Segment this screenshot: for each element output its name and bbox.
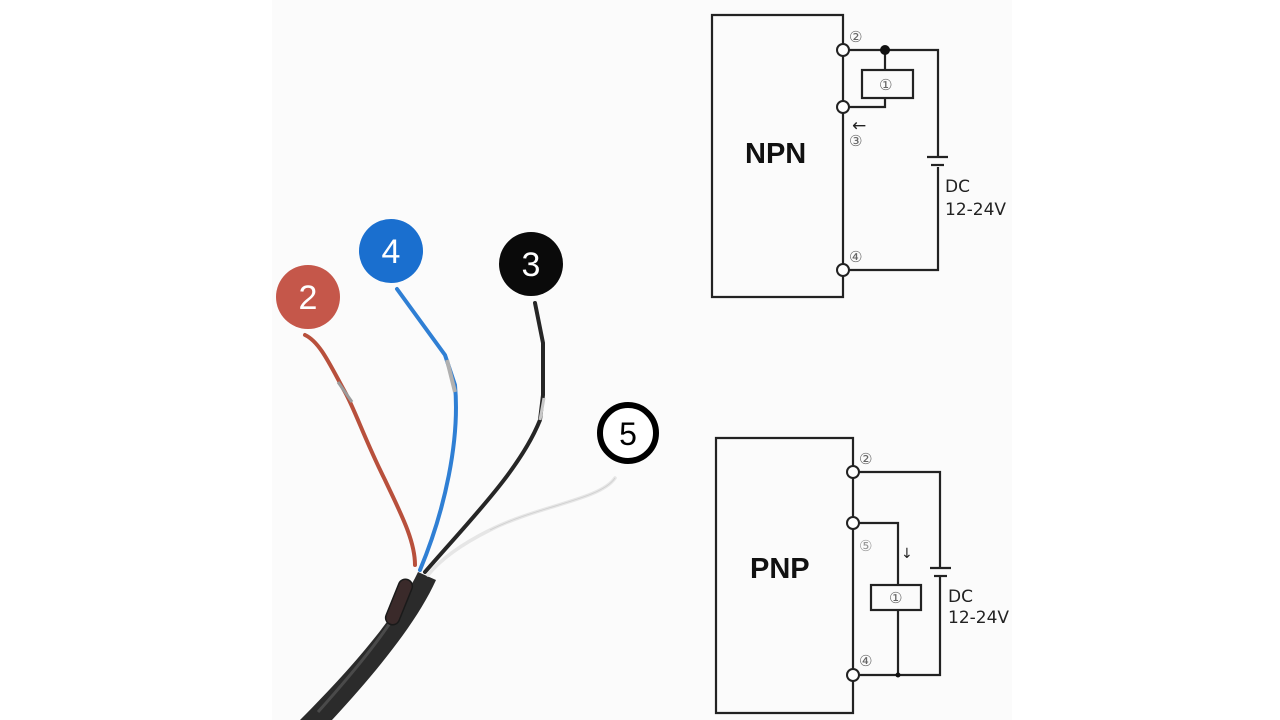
npn-terminal-2-label: ② <box>849 28 862 46</box>
pnp-supply-voltage: 12-24V <box>948 608 1009 628</box>
wire-badge-3-label: 3 <box>522 246 541 284</box>
wire-black-strip <box>538 397 546 421</box>
npn-current-arrow-icon: ← <box>852 116 866 136</box>
pnp-junction-dot <box>895 672 901 678</box>
pnp-wire-bottom <box>853 576 942 677</box>
wire-black <box>423 301 545 574</box>
wire-badge-4-label: 4 <box>382 233 401 271</box>
npn-junction-dot <box>880 45 890 55</box>
pnp-terminal-2-label: ② <box>859 450 872 468</box>
pnp-sensor-box <box>714 436 855 715</box>
pnp-diagram: PNP ① DC 12-24V ② ⑤ ④ ↓ <box>714 436 1009 715</box>
npn-wire-top <box>843 48 940 157</box>
npn-wire-bottom <box>843 167 940 272</box>
npn-diagram: NPN ① DC 12-24V ② ③ ④ ← <box>710 13 1006 299</box>
wire-badge-3: 3 <box>499 232 563 296</box>
npn-supply-dc: DC <box>945 177 970 197</box>
npn-terminal-4 <box>836 263 850 277</box>
pnp-terminal-5 <box>846 516 860 530</box>
pnp-wire-top <box>853 470 942 568</box>
pnp-load-top <box>853 521 900 585</box>
pnp-supply-dc: DC <box>948 587 973 607</box>
pnp-terminal-5-label: ⑤ <box>859 537 872 555</box>
npn-sensor-box <box>710 13 845 299</box>
wire-badge-4: 4 <box>359 219 423 283</box>
pnp-current-arrow-icon: ↓ <box>901 546 913 562</box>
wire-blue-strip <box>445 359 457 393</box>
wire-badge-5-label: 5 <box>619 416 637 452</box>
cable-marker <box>384 578 414 626</box>
npn-terminal-2 <box>836 43 850 57</box>
pnp-terminal-2 <box>846 465 860 479</box>
wire-badge-2-label: 2 <box>299 279 318 317</box>
wire-badge-2: 2 <box>276 265 340 329</box>
npn-load-box <box>860 68 915 100</box>
npn-terminal-3 <box>836 100 850 114</box>
wire-red-strip <box>336 381 354 403</box>
npn-terminal-3-label: ③ <box>849 132 862 150</box>
npn-load-bottom <box>843 98 887 109</box>
pnp-terminal-4-label: ④ <box>859 652 872 670</box>
pnp-load-box <box>869 583 923 612</box>
npn-supply-voltage: 12-24V <box>945 200 1006 220</box>
pnp-title: PNP <box>750 553 810 585</box>
pnp-terminal-4 <box>846 668 860 682</box>
wire-red <box>303 333 417 567</box>
photo-background <box>272 0 1012 720</box>
npn-title: NPN <box>745 138 806 170</box>
cable-photo <box>300 287 617 720</box>
npn-load-label: ① <box>879 76 892 94</box>
pnp-load-label: ① <box>889 589 902 607</box>
npn-terminal-4-label: ④ <box>849 248 862 266</box>
wire-badge-5: 5 <box>597 402 659 464</box>
wire-white-outline <box>489 477 616 531</box>
